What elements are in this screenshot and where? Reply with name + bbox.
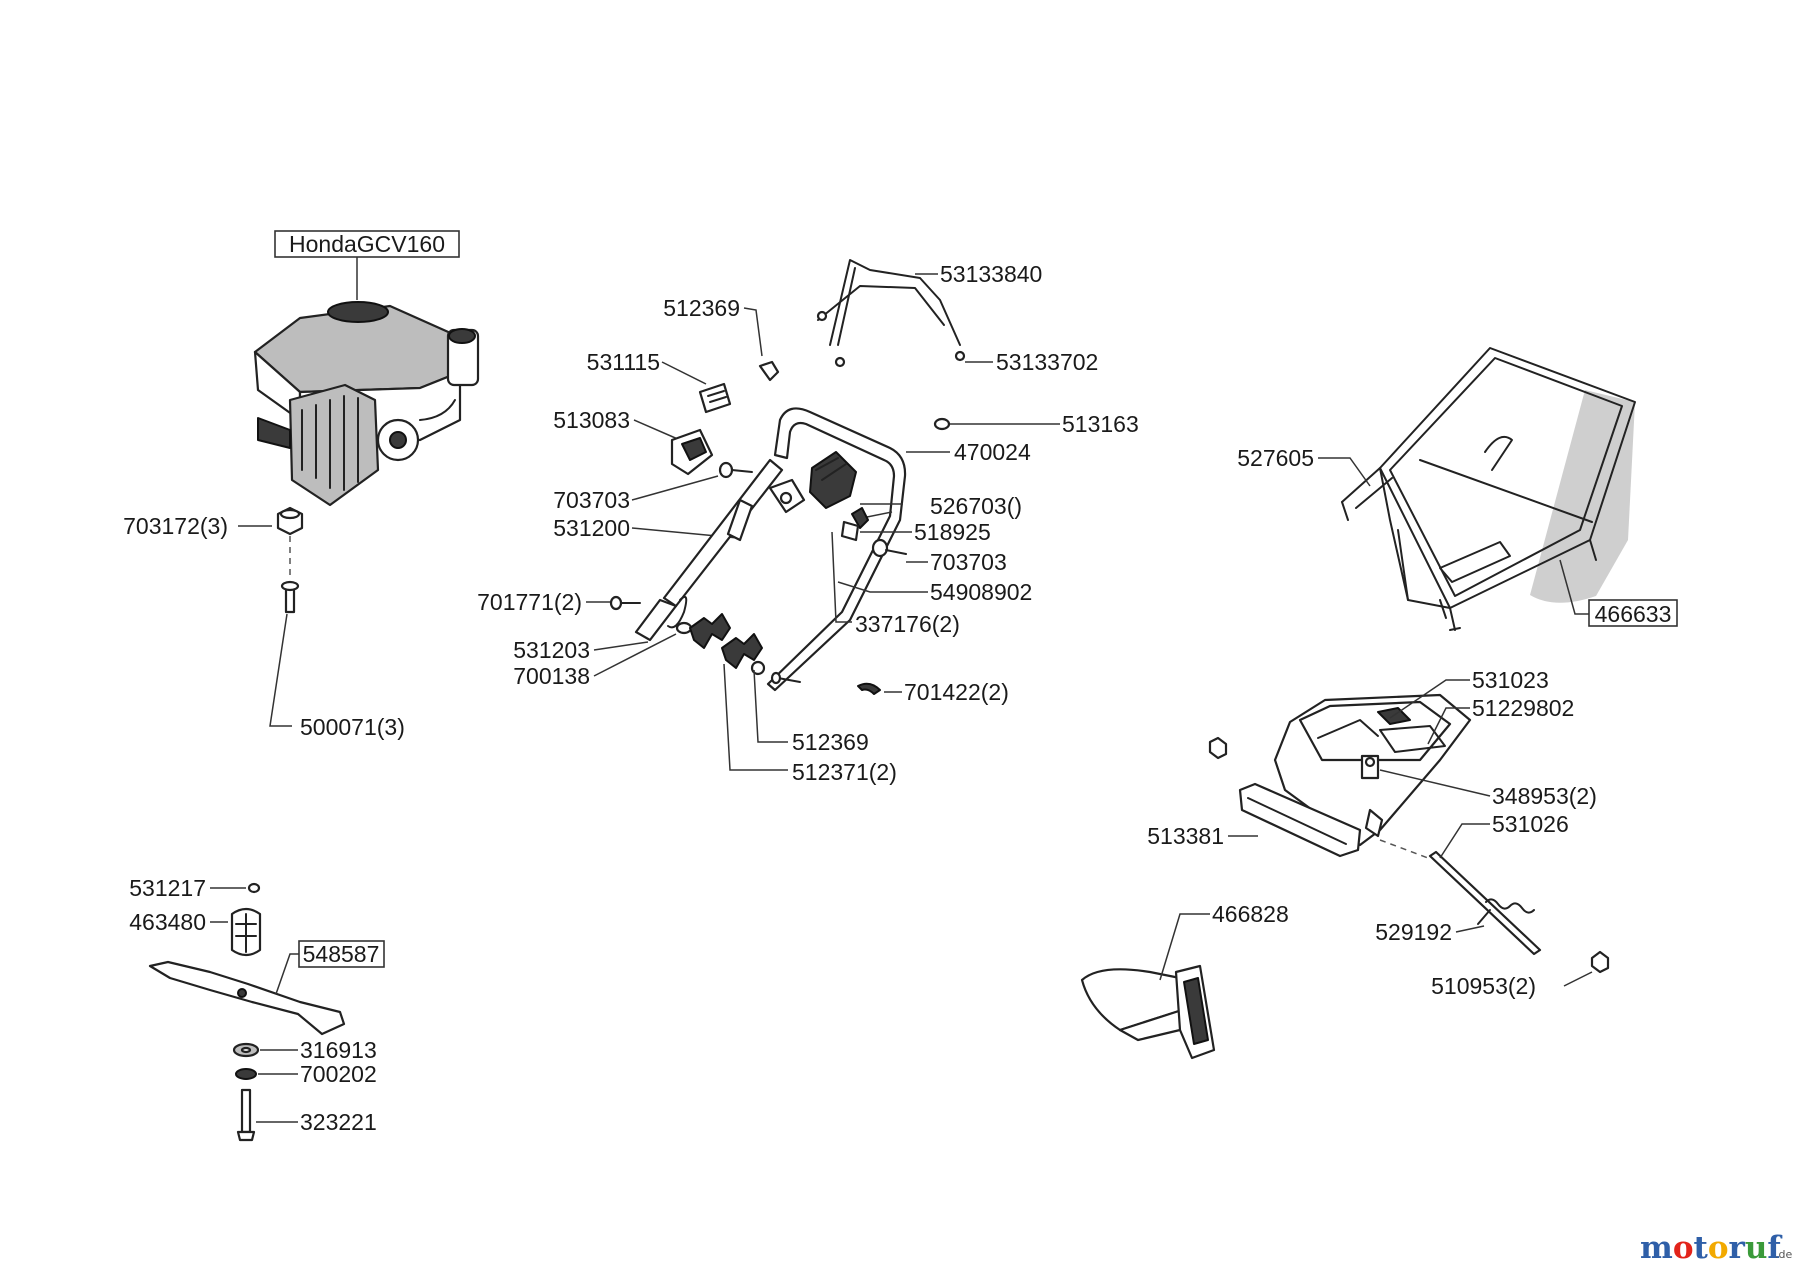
label-531115: 531115: [587, 349, 660, 375]
label-510953: 510953(2): [1431, 973, 1536, 999]
engine-model-label: HondaGCV160: [289, 231, 445, 257]
rear-flap-assembly: 513381 531023 51229802 348953(2) 531026 …: [1147, 667, 1610, 999]
handle-small-parts: 512369 531115 513163 513083 703703 53120…: [553, 295, 1139, 541]
watermark-logo: motoruf .de: [1640, 1230, 1792, 1266]
label-323221: 323221: [300, 1109, 377, 1135]
label-531026: 531026: [1492, 811, 1569, 837]
label-513083: 513083: [553, 407, 630, 433]
label-703172: 703172(3): [123, 513, 228, 539]
label-531203: 531203: [513, 637, 590, 663]
label-518925: 518925: [914, 519, 991, 545]
wm-letter-7: f: [1767, 1230, 1782, 1266]
label-529192: 529192: [1375, 919, 1452, 945]
label-703703-right: 703703: [930, 549, 1007, 575]
label-701422: 701422(2): [904, 679, 1009, 705]
mulching-plug: 466828: [1080, 901, 1289, 1060]
label-500071: 500071(3): [300, 714, 405, 740]
label-512369-top: 512369: [663, 295, 740, 321]
wm-letter-5: r: [1729, 1230, 1746, 1266]
upper-handle: 53133840 53133702: [816, 259, 1098, 375]
label-463480: 463480: [129, 909, 206, 935]
label-531023: 531023: [1472, 667, 1549, 693]
label-337176: 337176(2): [855, 611, 960, 637]
label-703703-left: 703703: [553, 487, 630, 513]
label-548587: 548587: [303, 941, 380, 967]
label-348953: 348953(2): [1492, 783, 1597, 809]
wm-letter-6: u: [1745, 1230, 1768, 1266]
engine-fasteners: 703172(3) 500071(3): [123, 506, 405, 740]
blade-assembly: 531217 463480 548587 316913 700202 32322…: [129, 875, 385, 1142]
label-531200: 531200: [553, 515, 630, 541]
label-513381: 513381: [1147, 823, 1224, 849]
label-526703: 526703(): [930, 493, 1022, 519]
bag-part-box: [1588, 599, 1678, 627]
wm-letter-4: o: [1708, 1230, 1729, 1266]
lower-handle-frame: 701771(2) 526703() 470024 518925 703703 …: [477, 407, 1032, 785]
label-53133702: 53133702: [996, 349, 1098, 375]
wm-letter-1: m: [1640, 1230, 1673, 1266]
wm-letter-2: o: [1673, 1230, 1694, 1266]
label-700202: 700202: [300, 1061, 377, 1087]
label-512369-bottom: 512369: [792, 729, 869, 755]
label-316913: 316913: [300, 1037, 377, 1063]
label-466828: 466828: [1212, 901, 1289, 927]
label-700138: 700138: [513, 663, 590, 689]
label-701771: 701771(2): [477, 589, 582, 615]
label-527605: 527605: [1237, 445, 1314, 471]
label-53133840: 53133840: [940, 261, 1042, 287]
engine-model-box: [274, 230, 460, 258]
label-466633: 466633: [1595, 601, 1672, 627]
label-51229802: 51229802: [1472, 695, 1574, 721]
label-531217: 531217: [129, 875, 206, 901]
label-512371: 512371(2): [792, 759, 897, 785]
wm-letter-3: t: [1694, 1230, 1709, 1266]
engine-assembly: HondaGCV160: [253, 230, 480, 507]
label-470024: 470024: [954, 439, 1031, 465]
svg-text:motoruf: motoruf: [1640, 1230, 1782, 1266]
wm-suffix: .de: [1775, 1248, 1792, 1261]
label-54908902: 54908902: [930, 579, 1032, 605]
label-513163: 513163: [1062, 411, 1139, 437]
grass-catcher: 527605 466633: [1237, 347, 1678, 631]
